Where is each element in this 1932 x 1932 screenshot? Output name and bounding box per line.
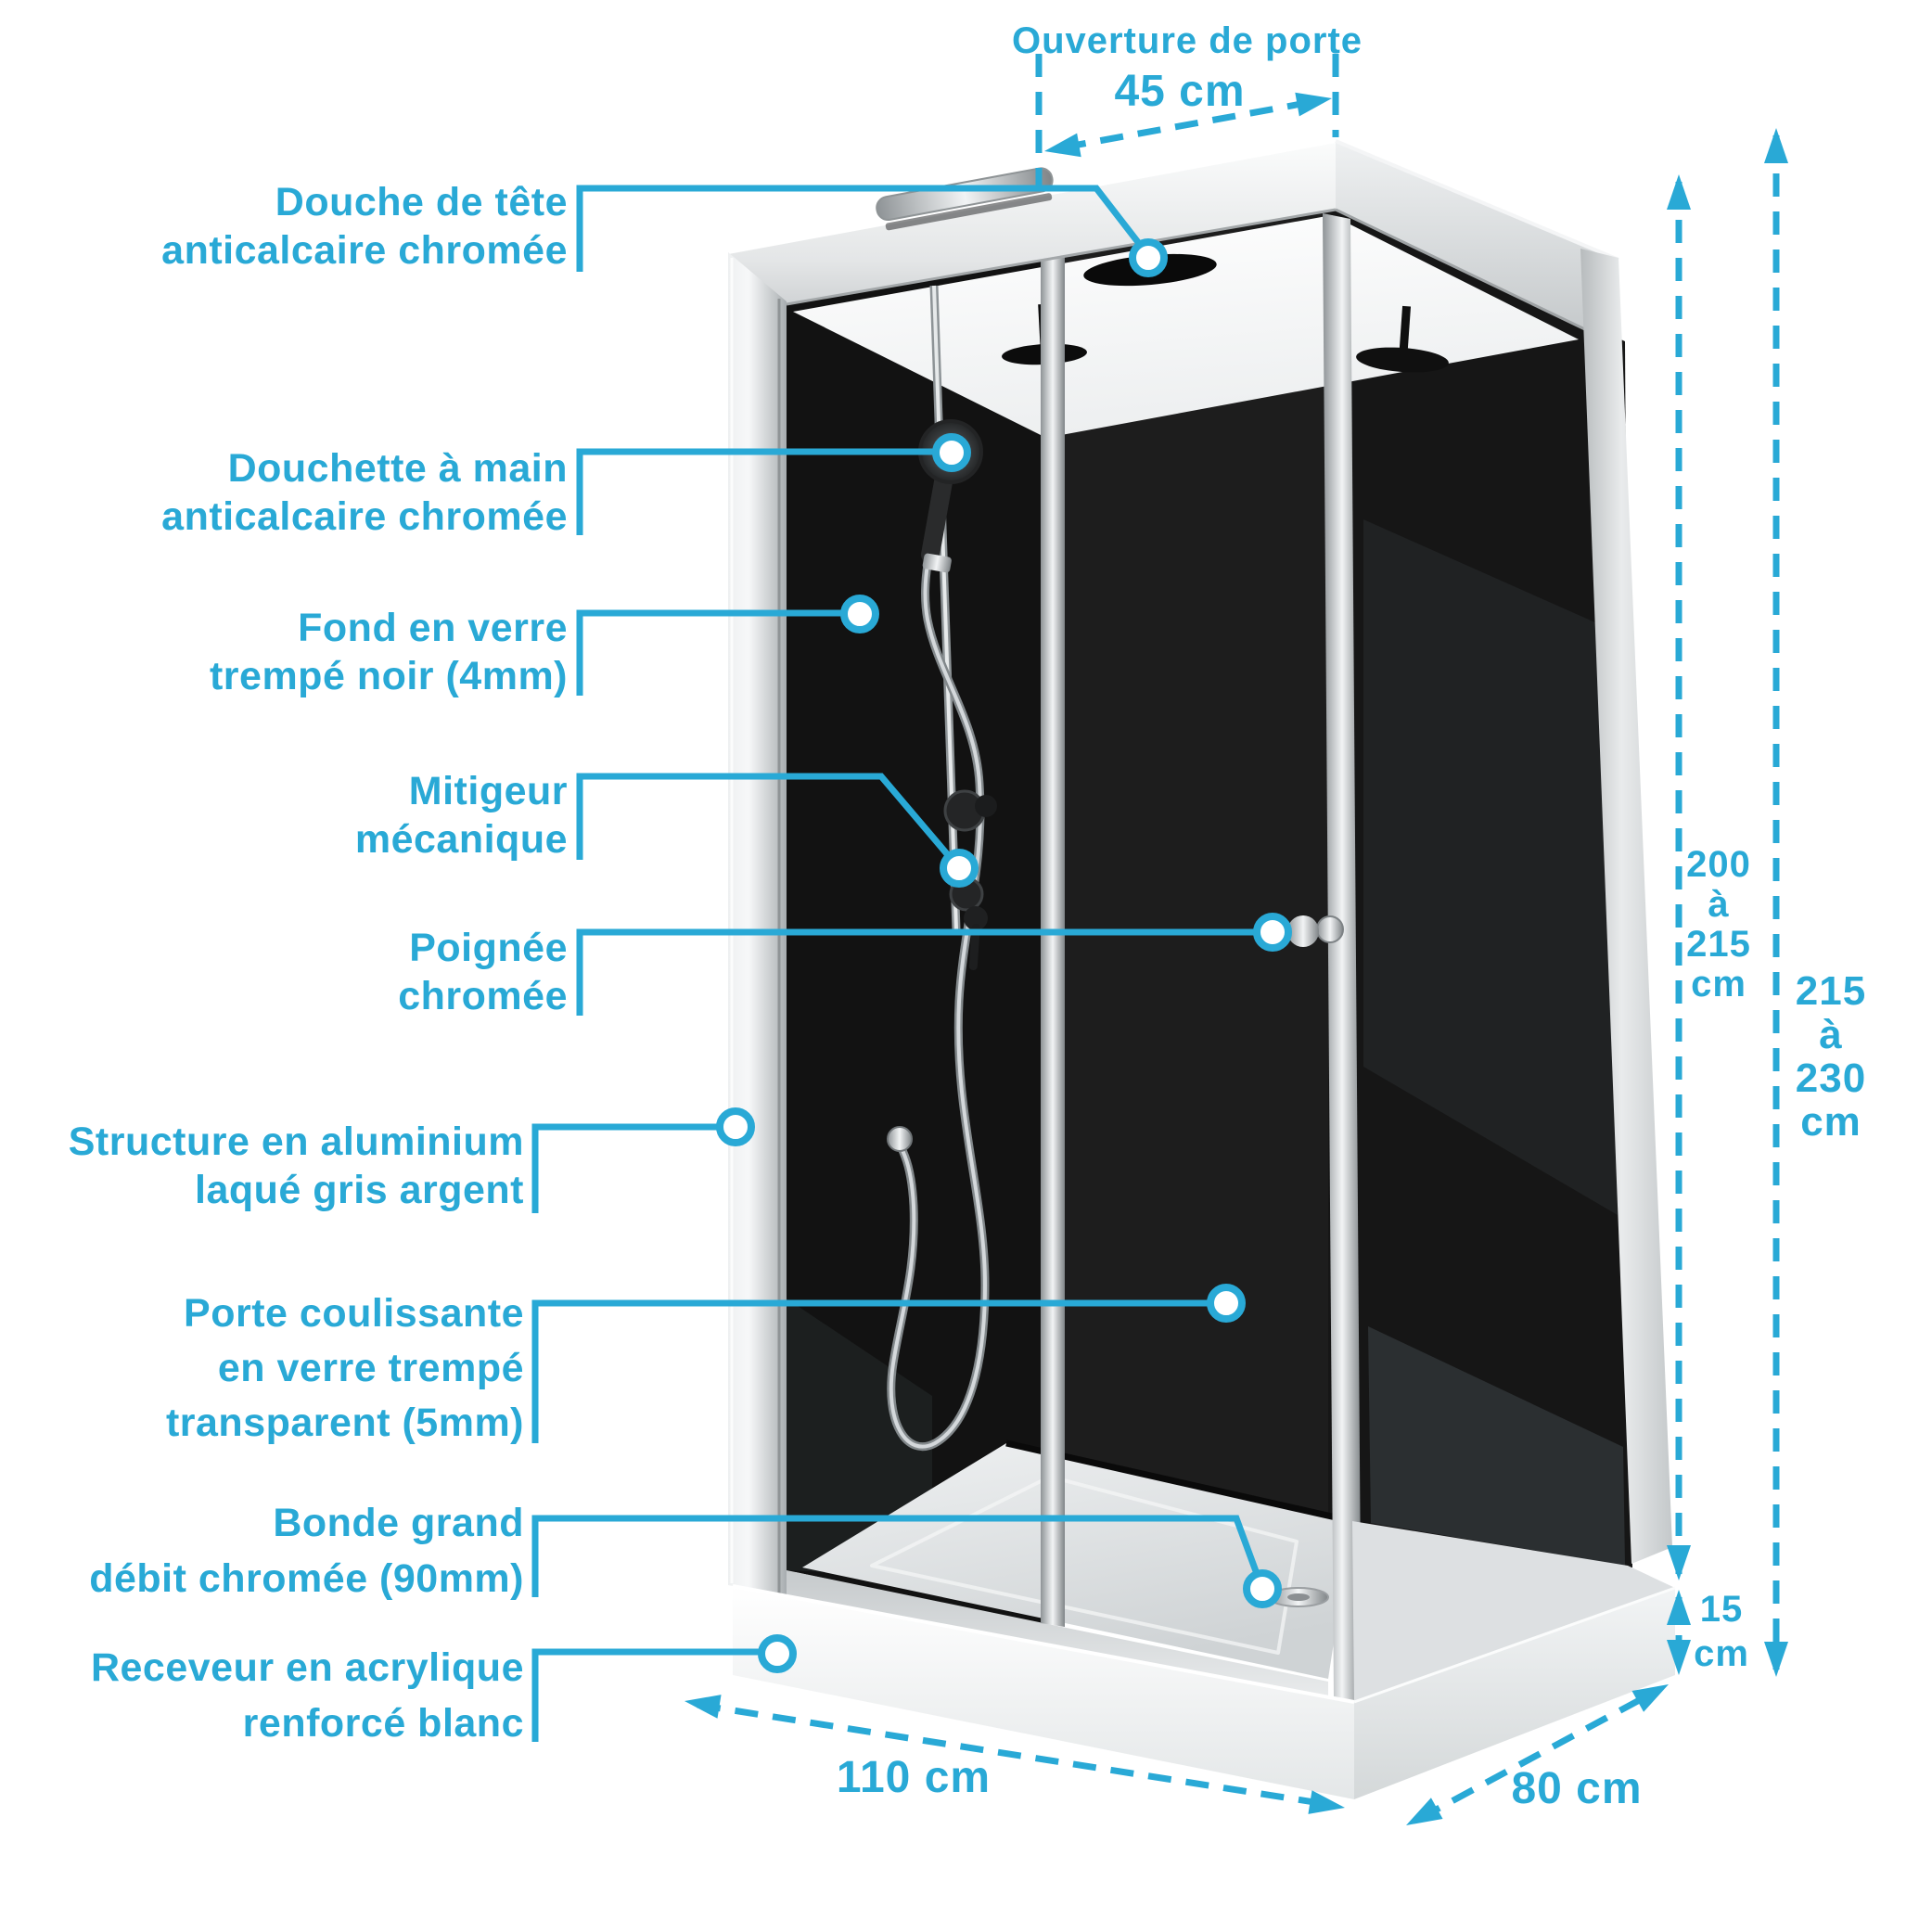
tray-front-face [733,1586,1354,1799]
svg-text:cm: cm [1800,1099,1862,1145]
label-douchette: Douchette à main [228,446,568,491]
label-fond-verre: Fond en verre [298,606,568,650]
svg-text:cm: cm [1694,1633,1749,1674]
svg-text:215: 215 [1686,924,1751,965]
marker-structure [716,1107,755,1146]
svg-text:mécanique: mécanique [355,817,568,862]
width-value: 110 cm [837,1753,991,1802]
marker-mixer [940,849,979,888]
showerhead-reflection [1356,305,1449,373]
door-handle-knob [1287,915,1344,947]
svg-text:laqué gris argent: laqué gris argent [195,1168,524,1212]
label-receveur: Receveur en acrylique [91,1645,524,1690]
marker-door [1207,1284,1246,1323]
feature-labels: Douche de tête anticalcaire chromée Douc… [69,180,568,1746]
svg-text:à: à [1819,1012,1842,1057]
marker-drain [1243,1569,1282,1608]
svg-text:trempé noir (4mm): trempé noir (4mm) [210,654,568,698]
svg-text:anticalcaire chromée: anticalcaire chromée [161,494,568,539]
marker-head-shower [1129,238,1168,277]
label-structure: Structure en aluminium [69,1120,524,1164]
dimension-door-opening: Ouverture de porte 45 cm [1012,20,1363,198]
dimension-height-inner: 200 à 215 cm [1667,174,1751,1580]
callout-connectors [531,185,1344,1742]
hose-wall-outlet [887,1126,913,1152]
shower-tray [732,1521,1676,1799]
label-porte: Porte coulissante [184,1291,524,1336]
svg-text:215: 215 [1796,968,1866,1014]
svg-text:en verre trempé: en verre trempé [218,1346,524,1390]
svg-text:230: 230 [1796,1056,1866,1101]
right-frame-upright [1580,249,1672,1564]
depth-value: 80 cm [1511,1764,1642,1813]
door-opening-value: 45 cm [1114,67,1245,116]
shower-column [887,285,997,1452]
svg-text:chromée: chromée [398,974,568,1018]
door-opening-label: Ouverture de porte [1012,20,1363,61]
label-mitigeur: Mitigeur [409,769,568,813]
left-frame-upright [728,252,787,1596]
top-frame [727,139,1619,345]
tray-right-face [1354,1588,1675,1799]
dimension-width: 110 cm [685,1695,1345,1814]
mixer-valves [943,789,997,970]
dimension-tray-height: 15 cm [1667,1589,1749,1675]
svg-text:transparent (5mm): transparent (5mm) [166,1401,524,1445]
marker-handle [1253,913,1292,952]
dimension-depth: 80 cm [1406,1684,1669,1825]
marker-hand-shower [932,433,971,472]
svg-text:renforcé blanc: renforcé blanc [243,1701,524,1746]
door-mullion [1041,256,1065,1627]
black-glass-walls [787,208,1632,1624]
label-douche-de-tete: Douche de tête [275,180,568,224]
svg-text:15: 15 [1700,1589,1744,1630]
shower-cabin-illustration [727,139,1676,1799]
svg-text:cm: cm [1691,964,1746,1004]
svg-text:anticalcaire chromée: anticalcaire chromée [161,228,568,273]
label-bonde: Bonde grand [273,1501,524,1545]
marker-glass-back [840,595,879,633]
front-corner-post [1323,213,1362,1705]
label-poignee: Poignée [409,926,568,970]
marker-tray [758,1634,797,1673]
top-handle-bar [876,167,1054,231]
svg-text:à: à [1708,884,1729,925]
svg-text:débit chromée (90mm): débit chromée (90mm) [89,1556,524,1601]
svg-text:200: 200 [1686,844,1751,885]
dimension-height-outer: 215 à 230 cm [1764,128,1866,1677]
